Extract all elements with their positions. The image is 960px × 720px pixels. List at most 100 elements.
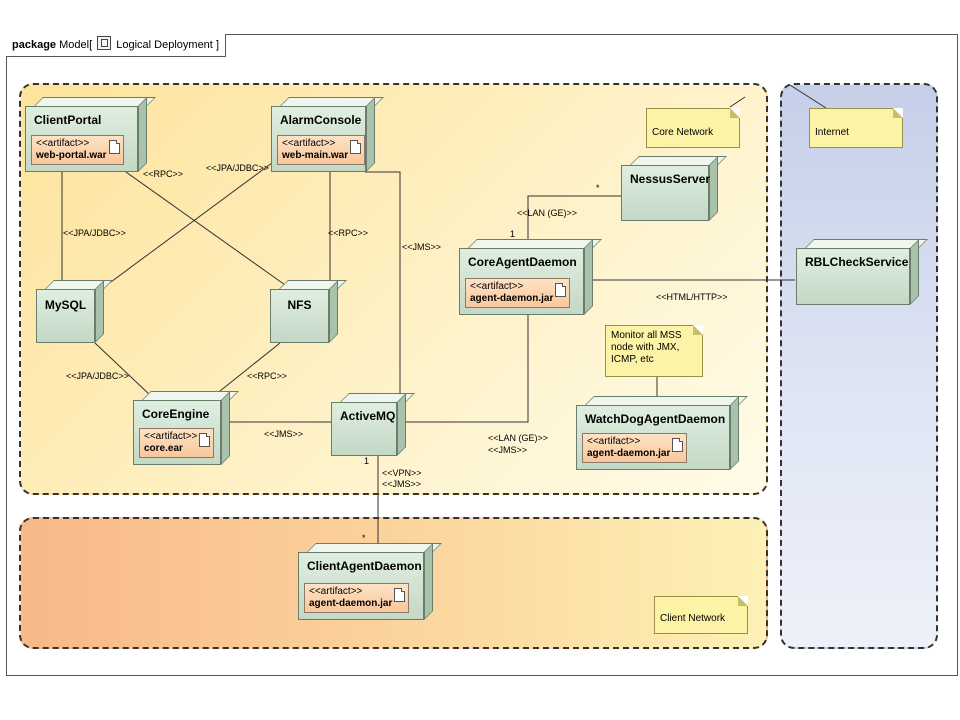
label-rpc-top: <<RPC>> xyxy=(143,169,184,179)
connector-nfs-coreengine xyxy=(214,342,281,396)
node-front-face: RBLCheckService xyxy=(796,248,910,305)
artifact-agent-daemon-watchdog[interactable]: <<artifact>> agent-daemon.jar xyxy=(582,433,688,463)
node-nfs[interactable]: NFS xyxy=(270,280,347,343)
node-name: ClientPortal xyxy=(34,113,102,127)
model-name: Model xyxy=(59,39,90,51)
document-icon xyxy=(350,140,362,154)
node-front-face: ActiveMQ xyxy=(331,402,397,456)
node-clientagentdaemon[interactable]: ClientAgentDaemon <<artifact>> agent-dae… xyxy=(298,543,442,620)
node-name: CoreEngine xyxy=(142,407,210,421)
node-front-face: WatchDogAgentDaemon <<artifact>> agent-d… xyxy=(576,405,730,470)
note-internet[interactable]: Internet xyxy=(809,108,903,148)
connector-mysql-coreengine xyxy=(94,342,151,396)
node-name: RBLCheckService xyxy=(805,255,909,269)
label-lan-ge-bottom: <<LAN (GE)>> xyxy=(488,433,549,443)
document-icon xyxy=(555,283,567,297)
label-mult-star-bottom: * xyxy=(362,533,366,543)
artifact-stereotype: <<artifact>> xyxy=(470,281,524,292)
node-name: CoreAgentDaemon xyxy=(468,255,577,269)
document-icon xyxy=(199,433,211,447)
node-front-face: ClientPortal <<artifact>> web-portal.war xyxy=(25,106,138,172)
title-close-bracket: ] xyxy=(215,39,219,51)
diagram-icon xyxy=(97,36,112,50)
node-clientportal[interactable]: ClientPortal <<artifact>> web-portal.war xyxy=(25,97,156,172)
note-core-network[interactable]: Core Network xyxy=(646,108,740,148)
node-front-face: AlarmConsole <<artifact>> web-main.war xyxy=(271,106,366,172)
note-client-network[interactable]: Client Network xyxy=(654,596,748,634)
label-mult-star-top: * xyxy=(596,183,600,193)
label-rpc-bottom: <<RPC>> xyxy=(247,371,288,381)
artifact-web-portal[interactable]: <<artifact>> web-portal.war xyxy=(31,135,124,165)
artifact-name: agent-daemon.jar xyxy=(587,448,671,459)
label-jms-vpn: <<JMS>> xyxy=(382,479,422,489)
label-mult-one-bottom: 1 xyxy=(364,456,370,466)
artifact-name: web-portal.war xyxy=(36,150,107,161)
node-nessusserver[interactable]: NessusServer xyxy=(621,156,727,221)
label-jpa-jdbc-left: <<JPA/JDBC>> xyxy=(63,228,126,238)
node-mysql[interactable]: MySQL xyxy=(36,280,113,343)
label-jms-horizontal: <<JMS>> xyxy=(264,429,304,439)
diagram-title-tab: package Model[ Logical Deployment ] xyxy=(6,34,226,57)
artifact-web-main[interactable]: <<artifact>> web-main.war xyxy=(277,135,366,165)
node-side-face xyxy=(709,156,718,221)
node-side-face xyxy=(366,97,375,172)
node-name: WatchDogAgentDaemon xyxy=(585,412,726,426)
node-rblcheckservice[interactable]: RBLCheckService xyxy=(796,239,928,305)
node-top-face xyxy=(585,396,748,405)
label-lan-ge-top: <<LAN (GE)>> xyxy=(517,208,578,218)
label-jms-vertical: <<JMS>> xyxy=(402,242,442,252)
artifact-stereotype: <<artifact>> xyxy=(36,138,90,149)
client-network-region[interactable] xyxy=(19,517,768,649)
node-front-face: ClientAgentDaemon <<artifact>> agent-dae… xyxy=(298,552,424,620)
node-side-face xyxy=(424,543,433,620)
connector-note-core-anchor xyxy=(729,96,746,108)
node-top-face xyxy=(307,543,442,552)
artifact-name: web-main.war xyxy=(282,150,349,161)
node-side-face xyxy=(138,97,147,172)
node-front-face: NFS xyxy=(270,289,329,343)
node-side-face xyxy=(397,393,406,456)
title-open-bracket: [ xyxy=(89,39,93,51)
node-side-face xyxy=(910,239,919,305)
node-name: MySQL xyxy=(44,298,87,312)
node-coreengine[interactable]: CoreEngine <<artifact>> core.ear xyxy=(133,391,239,465)
artifact-agent-daemon-core[interactable]: <<artifact>> agent-daemon.jar xyxy=(465,278,571,308)
node-side-face xyxy=(95,280,104,343)
node-side-face xyxy=(221,391,230,465)
label-vpn: <<VPN>> xyxy=(382,468,422,478)
node-top-face xyxy=(468,239,602,248)
connector-alarmconsole-activemq xyxy=(365,171,401,400)
diagram-name: Logical Deployment xyxy=(116,39,213,51)
note-monitor[interactable]: Monitor all MSS node with JMX, ICMP, etc xyxy=(605,325,703,377)
artifact-stereotype: <<artifact>> xyxy=(144,431,198,442)
package-keyword: package xyxy=(12,39,57,51)
node-watchdogagentdaemon[interactable]: WatchDogAgentDaemon <<artifact>> agent-d… xyxy=(576,396,748,470)
document-icon xyxy=(672,438,684,452)
node-activemq[interactable]: ActiveMQ xyxy=(331,393,415,456)
artifact-core-ear[interactable]: <<artifact>> core.ear xyxy=(139,428,215,458)
node-name: NessusServer xyxy=(630,172,711,186)
artifact-name: agent-daemon.jar xyxy=(470,293,554,304)
artifact-name: agent-daemon.jar xyxy=(309,598,393,609)
label-html-http: <<HTML/HTTP>> xyxy=(656,292,728,302)
node-coreagentdaemon[interactable]: CoreAgentDaemon <<artifact>> agent-daemo… xyxy=(459,239,602,315)
node-front-face: CoreAgentDaemon <<artifact>> agent-daemo… xyxy=(459,248,584,315)
connector-coreagent-nessus xyxy=(527,195,622,240)
artifact-name: core.ear xyxy=(144,443,183,454)
connector-note-internet-anchor xyxy=(789,84,827,109)
label-jpa-jdbc-top: <<JPA/JDBC>> xyxy=(206,163,269,173)
node-side-face xyxy=(730,396,739,470)
artifact-agent-daemon-client[interactable]: <<artifact>> agent-daemon.jar xyxy=(304,583,410,613)
node-alarmconsole[interactable]: AlarmConsole <<artifact>> web-main.war xyxy=(271,97,384,172)
node-side-face xyxy=(584,239,593,315)
internet-region[interactable] xyxy=(780,83,938,649)
connector-activemq-coreagent xyxy=(402,312,529,423)
connector-clientportal-nfs xyxy=(94,149,296,293)
artifact-stereotype: <<artifact>> xyxy=(587,436,641,447)
document-icon xyxy=(394,588,406,602)
document-icon xyxy=(108,140,120,154)
label-mult-one-top: 1 xyxy=(510,229,516,239)
label-jpa-jdbc-bottom: <<JPA/JDBC>> xyxy=(66,371,129,381)
node-side-face xyxy=(329,280,338,343)
